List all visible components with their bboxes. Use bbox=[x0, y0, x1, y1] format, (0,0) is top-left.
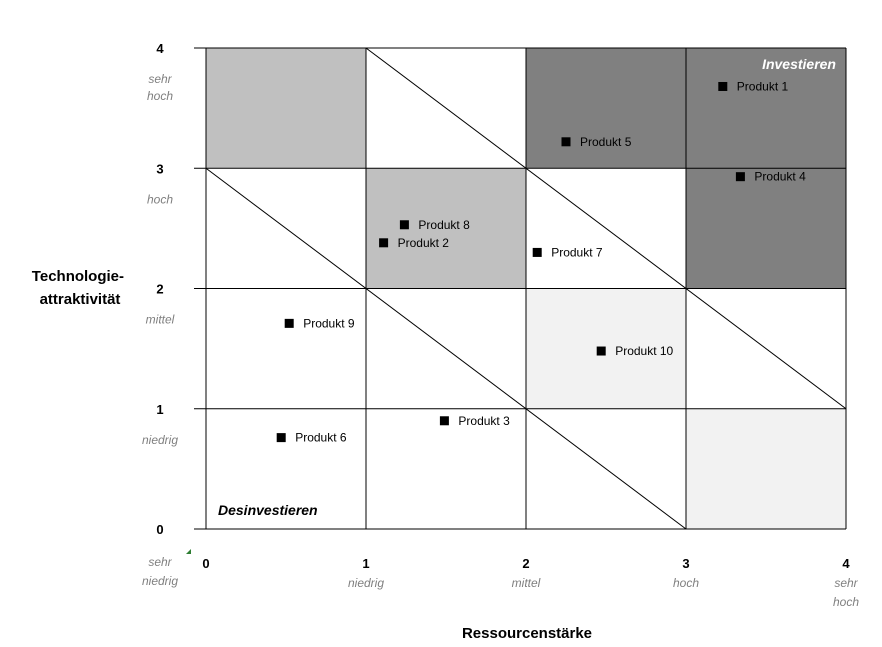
x-tick-labels: 0 1 2 3 4 bbox=[202, 556, 850, 571]
x-tick-label: 4 bbox=[842, 556, 850, 571]
corner-marker-icon bbox=[186, 549, 191, 554]
y-qualitative-label: mittel bbox=[146, 313, 175, 327]
data-point bbox=[276, 433, 286, 443]
data-point bbox=[532, 247, 542, 257]
diagonal-line bbox=[205, 167, 687, 530]
y-axis-title-line-1: Technologie- bbox=[32, 268, 124, 285]
data-point-label: Produkt 9 bbox=[303, 316, 355, 330]
data-point-label: Produkt 6 bbox=[295, 431, 347, 445]
y-tick-label: 2 bbox=[156, 282, 163, 297]
y-tick-label: 3 bbox=[156, 161, 163, 176]
data-point bbox=[718, 81, 728, 91]
data-point-label: Produkt 3 bbox=[458, 414, 510, 428]
matrix-cell bbox=[526, 288, 686, 409]
matrix-cell bbox=[686, 408, 846, 529]
product-points: Produkt 1 Produkt 5 Produkt 4 Produkt 8 Prod… bbox=[276, 79, 806, 445]
data-point-label: Produkt 2 bbox=[398, 236, 450, 250]
matrix-cell bbox=[686, 168, 846, 289]
matrix-cell bbox=[206, 48, 366, 169]
data-point-label: Produkt 1 bbox=[737, 79, 789, 93]
data-point bbox=[735, 172, 745, 182]
x-qualitative-label: mittel bbox=[512, 576, 541, 590]
diagonal-lines bbox=[205, 47, 847, 530]
data-point bbox=[439, 416, 449, 426]
y-axis-title-line-2: attraktivität bbox=[40, 291, 121, 308]
zone-label-investieren: Investieren bbox=[762, 56, 836, 72]
x-tick-label: 0 bbox=[202, 556, 209, 571]
data-point-label: Produkt 8 bbox=[418, 218, 470, 232]
y-tick-label: 0 bbox=[156, 522, 163, 537]
x-qualitative-label: niedrig bbox=[348, 576, 384, 590]
matrix-cells bbox=[206, 48, 846, 529]
data-point bbox=[561, 137, 571, 147]
matrix-cell bbox=[366, 168, 526, 289]
data-point-label: Produkt 5 bbox=[580, 135, 632, 149]
data-point bbox=[399, 220, 409, 230]
y-qualitative-label: niedrig bbox=[142, 433, 178, 447]
y-tick-label: 4 bbox=[156, 41, 164, 56]
x-tick-label: 2 bbox=[522, 556, 529, 571]
x-tick-label: 3 bbox=[682, 556, 689, 571]
y-qualitative-label: hoch bbox=[147, 192, 173, 206]
data-point bbox=[596, 346, 606, 356]
diagonal-line bbox=[365, 47, 847, 410]
data-point-label: Produkt 10 bbox=[615, 344, 673, 358]
x-qualitative-label: hoch bbox=[673, 576, 699, 590]
x-tick-label: 1 bbox=[362, 556, 369, 571]
y-tick-label: 1 bbox=[156, 402, 163, 417]
data-point-label: Produkt 7 bbox=[551, 245, 603, 259]
data-point bbox=[284, 318, 294, 328]
data-point-label: Produkt 4 bbox=[754, 170, 806, 184]
y-tick-labels: 0 1 2 3 4 bbox=[156, 41, 164, 537]
y-axis-title: Technologie- attraktivität bbox=[32, 268, 128, 308]
zone-label-desinvestieren: Desinvestieren bbox=[218, 502, 318, 518]
data-point bbox=[379, 238, 389, 248]
matrix-cell bbox=[686, 48, 846, 169]
x-axis-title: Ressourcenstärke bbox=[462, 625, 592, 642]
matrix-cell bbox=[526, 48, 686, 169]
matrix-grid bbox=[194, 47, 847, 530]
